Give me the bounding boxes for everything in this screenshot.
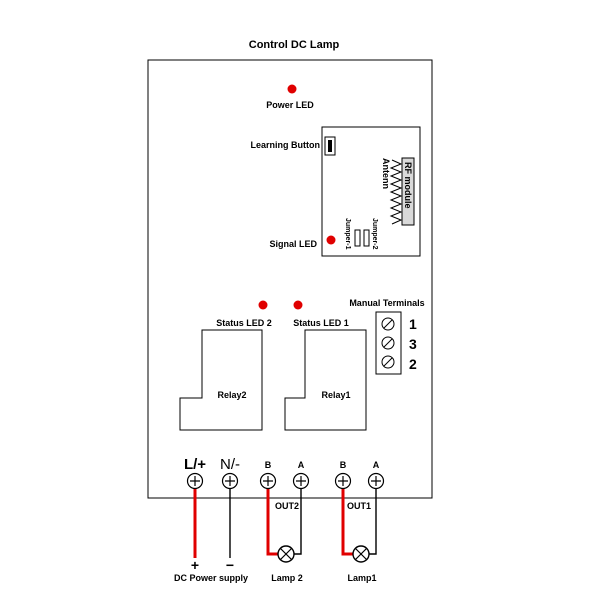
- manual-terminals-label: Manual Terminals: [349, 298, 424, 308]
- out1-label: OUT1: [347, 501, 371, 511]
- manual-terminal-number: 1: [409, 316, 417, 332]
- status-led-2: [258, 300, 268, 310]
- manual-terminal-screw-3: [381, 336, 395, 350]
- antenna-label: Antenn: [381, 158, 391, 189]
- terminal-l-plus-label: L/+: [184, 456, 206, 473]
- terminal-n-minus: [221, 472, 239, 490]
- terminal-out2-a: [292, 472, 310, 490]
- status-led-1-label: Status LED 1: [293, 318, 349, 328]
- jumper-1-header: [354, 229, 361, 247]
- signal-led: [326, 235, 336, 245]
- terminal-out2-b-label: B: [265, 460, 272, 470]
- rf-receiver-board: [321, 126, 421, 257]
- jumper-1-label: Jumper-1: [344, 218, 351, 250]
- manual-terminal-screw-1: [381, 317, 395, 331]
- terminal-l-plus: [186, 472, 204, 490]
- jumper-2-label: Jumper-2: [371, 218, 378, 250]
- rf-module: [401, 157, 415, 226]
- learning-button-label: Learning Button: [251, 140, 321, 150]
- terminal-out1-a: [367, 472, 385, 490]
- plus-sign: +: [191, 557, 199, 573]
- manual-terminal-number: 3: [409, 336, 417, 352]
- wire-out1-a: [369, 488, 377, 555]
- minus-sign: −: [226, 557, 234, 573]
- rf-module-label: RF module: [403, 162, 413, 209]
- status-led-2-label: Status LED 2: [216, 318, 272, 328]
- manual-terminal-screw-2: [381, 355, 395, 369]
- relay-1-label: Relay1: [321, 390, 350, 400]
- manual-terminal-number: 2: [409, 356, 417, 372]
- terminal-out1-b-label: B: [340, 460, 347, 470]
- signal-led-label: Signal LED: [269, 239, 317, 249]
- lamp-2-icon: [277, 545, 295, 563]
- learning-button-cap: [328, 140, 332, 152]
- wire-out1-b: [341, 488, 353, 556]
- lamp-2-label: Lamp 2: [271, 573, 303, 583]
- lamp-1-label: Lamp1: [347, 573, 376, 583]
- status-led-1: [293, 300, 303, 310]
- terminal-out1-b: [334, 472, 352, 490]
- wire-out2-a: [294, 488, 302, 555]
- terminal-out2-a-label: A: [298, 460, 305, 470]
- antenna-coil: [389, 159, 403, 225]
- controller-board: [147, 59, 433, 499]
- diagram-title: Control DC Lamp: [249, 39, 340, 51]
- power-led: [287, 84, 297, 94]
- terminal-out2-b: [259, 472, 277, 490]
- jumper-2-header: [363, 229, 370, 247]
- relay-1: [284, 329, 367, 431]
- terminal-out1-a-label: A: [373, 460, 380, 470]
- wire-out2-b: [266, 488, 278, 556]
- lamp-1-icon: [352, 545, 370, 563]
- terminal-n-minus-label: N/-: [220, 456, 240, 473]
- dc-power-supply-label: DC Power supply: [174, 573, 248, 583]
- manual-terminal-block: [375, 311, 402, 375]
- relay-2: [179, 329, 263, 431]
- power-led-label: Power LED: [266, 100, 314, 110]
- relay-2-label: Relay2: [217, 390, 246, 400]
- out2-label: OUT2: [275, 501, 299, 511]
